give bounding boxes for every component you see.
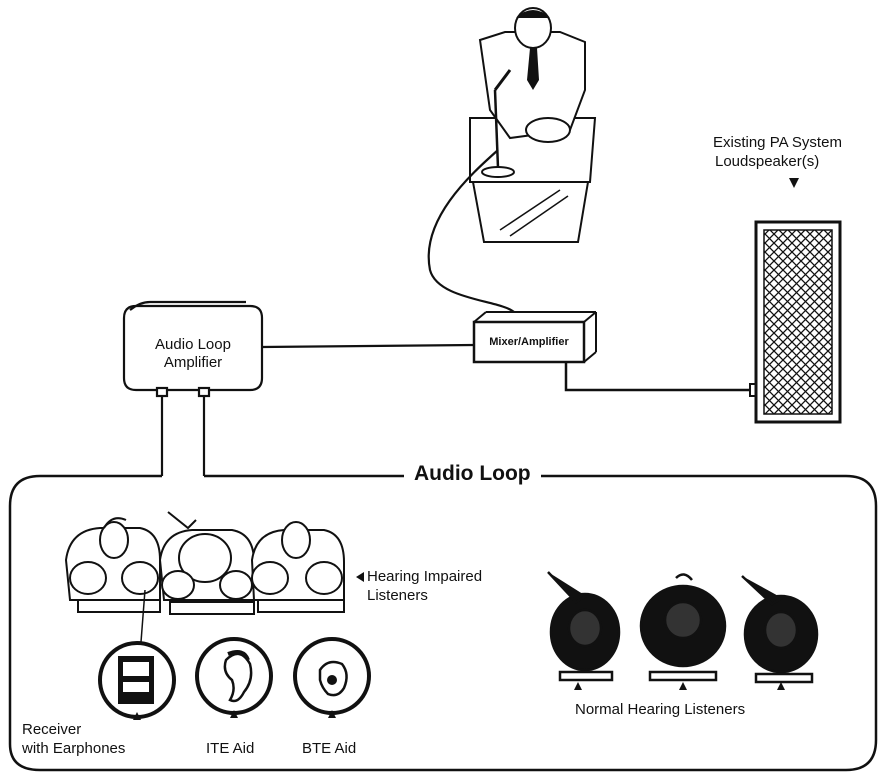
ite-aid-label: ITE Aid: [206, 740, 255, 757]
audio-loop-title: Audio Loop: [404, 462, 541, 486]
hearing-impaired-pointer: [356, 572, 364, 582]
hearing-impaired-label-2: Listeners: [367, 587, 428, 604]
normal-listener-1: [547, 571, 621, 682]
mixer-to-loudspeaker-cable: [564, 362, 755, 392]
loudspeakers-label: Loudspeaker(s): [715, 153, 820, 170]
mic-cable: [427, 149, 515, 313]
audio-loop-amplifier-box: [122, 300, 264, 398]
pa-loudspeaker: [754, 220, 842, 424]
amp-label-line2: Amplifier: [163, 354, 223, 371]
loudspeaker-pointer: [789, 178, 799, 188]
normal-listener-2: [639, 573, 727, 682]
normal-hearing-listeners: [547, 571, 819, 684]
hearing-impaired-label-1: Hearing Impaired: [367, 568, 483, 585]
ite-aid-device: [195, 637, 273, 715]
listener-bte: [250, 521, 345, 613]
normal-listener-3: [741, 575, 819, 684]
bte-aid-label: BTE Aid: [302, 740, 357, 757]
speaker-at-lectern: [469, 7, 597, 243]
receiver-label-2: with Earphones: [22, 740, 126, 757]
mixer-amplifier-label: Mixer/Amplifier: [489, 336, 569, 348]
receiver-label-1: Receiver: [22, 721, 82, 738]
amp-label-line1: Audio Loop: [155, 336, 231, 353]
listener-receiver: [64, 517, 161, 613]
audio-loop-wire: [8, 474, 878, 772]
amp-to-mixer-cable: [261, 343, 475, 349]
normal-hearing-label: Normal Hearing Listeners: [575, 701, 746, 718]
bte-aid-device: [293, 637, 371, 715]
hearing-impaired-listeners: [64, 511, 345, 656]
listener-ite: [158, 511, 255, 615]
mixer-amplifier-box: [472, 320, 586, 364]
receiver-device: [98, 641, 176, 719]
pa-system-label: Existing PA System: [713, 134, 842, 151]
audio-loop-amplifier-label: Audio Loop Amplifier: [130, 336, 256, 372]
